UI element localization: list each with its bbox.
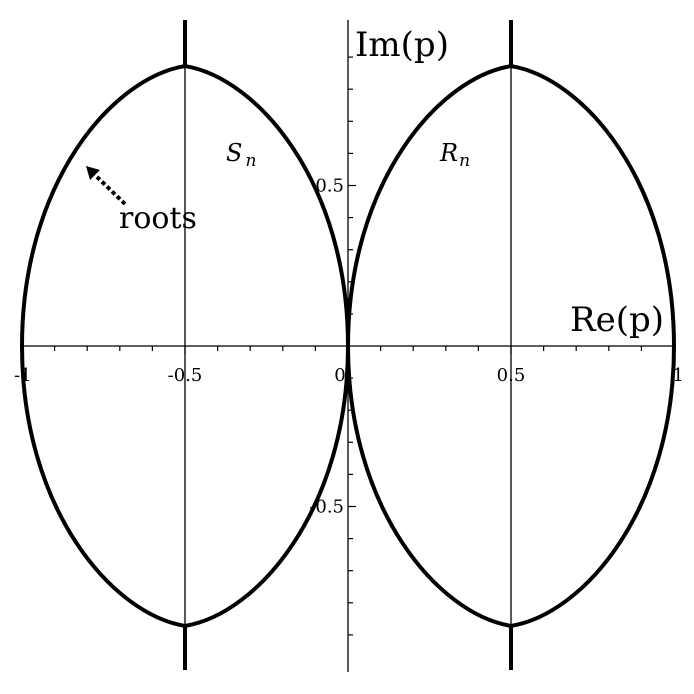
s-region-label-main: S bbox=[226, 139, 242, 167]
y-tick-label: 0.5 bbox=[315, 176, 344, 197]
r-region-label-subscript: n bbox=[459, 151, 470, 171]
x-tick-label: -1 bbox=[14, 365, 32, 386]
y-tick-label: -0.5 bbox=[309, 497, 344, 518]
x-tick-label: 0.5 bbox=[497, 365, 526, 386]
y-tick-labels: 0.5 -0.5 bbox=[309, 176, 344, 518]
y-axis-title: Im(p) bbox=[355, 25, 449, 65]
vertical-guide-lines bbox=[183, 20, 513, 670]
roots-arrowhead bbox=[86, 166, 100, 180]
r-region-label-main: R bbox=[439, 139, 458, 167]
x-tick-label: 1 bbox=[673, 365, 684, 386]
x-tick-label: -0.5 bbox=[168, 365, 203, 386]
r-region-label: Rn bbox=[439, 139, 470, 171]
roots-label: roots bbox=[119, 201, 197, 236]
roots-arrow-shaft bbox=[92, 172, 127, 206]
x-tick-label: 0 bbox=[334, 365, 345, 386]
s-region-label-subscript: n bbox=[245, 151, 256, 171]
x-axis-title: Re(p) bbox=[570, 300, 664, 340]
r-region-boundary-curve bbox=[346, 64, 676, 628]
x-tick-labels: -1 -0.5 0 0.5 1 bbox=[14, 365, 684, 386]
